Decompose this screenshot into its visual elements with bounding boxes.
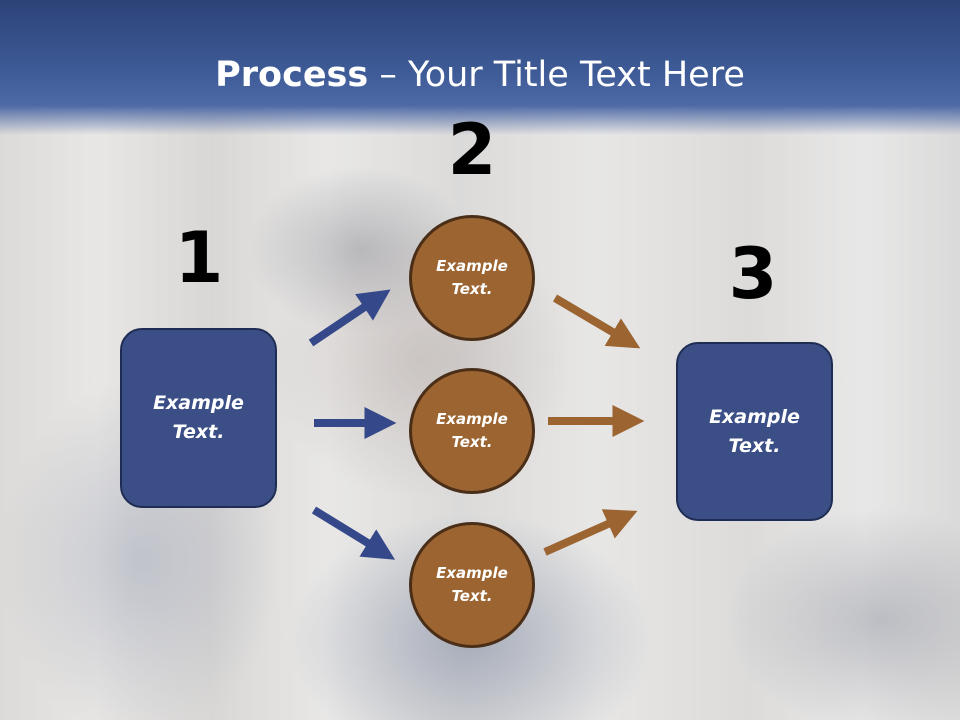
step-number-2: 2 [447,109,497,191]
slide-title: Process – Your Title Text Here [0,52,960,98]
title-rest: – Your Title Text Here [368,55,745,95]
title-bold: Process [215,55,369,95]
title-band [0,0,960,135]
step-number-1: 1 [174,217,224,299]
step-number-3: 3 [728,233,778,315]
